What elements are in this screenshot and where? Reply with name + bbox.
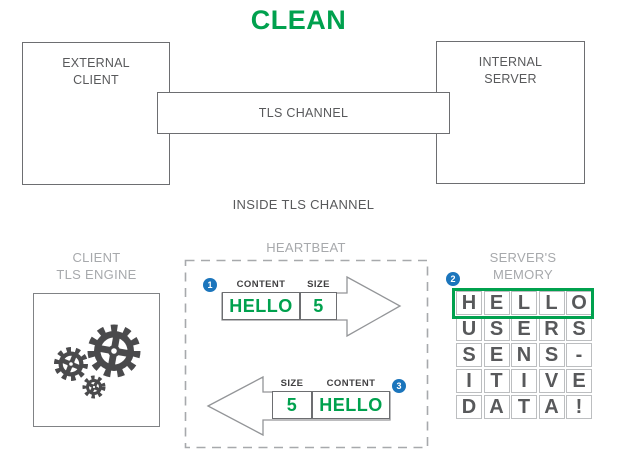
inside-tls-channel-label: INSIDE TLS CHANNEL: [232, 197, 375, 212]
memory-cell: A: [538, 395, 565, 419]
internal-server-box: INTERNAL SERVER: [436, 41, 585, 184]
external-client-label-line1: EXTERNAL: [62, 56, 130, 70]
client-tls-engine-label: CLIENT TLS ENGINE: [23, 249, 170, 283]
memory-cell: E: [483, 291, 510, 315]
memory-cell: L: [538, 291, 565, 315]
internal-server-label-line1: INTERNAL: [478, 55, 543, 69]
memory-cell: S: [566, 317, 592, 341]
memory-cell: U: [456, 317, 482, 341]
heartbeat-label: HEARTBEAT: [266, 240, 346, 255]
memory-cell: N: [511, 343, 537, 367]
client-tls-engine-box: [33, 293, 160, 427]
client-tls-engine-label-line1: CLIENT: [72, 250, 121, 265]
memory-cell: H: [456, 291, 482, 315]
request-content-cell: HELLO: [222, 292, 300, 320]
memory-cell: R: [538, 317, 565, 341]
response-size-label: SIZE: [280, 378, 304, 389]
gears-icon: [54, 324, 141, 399]
response-size-cell: 5: [272, 391, 312, 419]
memory-cell: T: [483, 369, 510, 393]
response-content-cell: HELLO: [312, 391, 390, 419]
external-client-box: EXTERNAL CLIENT: [22, 42, 170, 185]
memory-cell: E: [483, 343, 510, 367]
tls-channel-box: TLS CHANNEL: [157, 92, 450, 134]
memory-cell: S: [538, 343, 565, 367]
heartbeat-dashed-box: [184, 259, 429, 449]
memory-cell: S: [483, 317, 510, 341]
step-badge-2: 2: [446, 272, 460, 286]
memory-cell: I: [511, 369, 537, 393]
memory-cell: L: [511, 291, 537, 315]
response-content-label: CONTENT: [326, 378, 376, 389]
servers-memory-label-line2: MEMORY: [492, 267, 554, 282]
memory-cell: T: [511, 395, 537, 419]
client-tls-engine-label-line2: TLS ENGINE: [56, 267, 137, 282]
memory-cell: E: [566, 369, 592, 393]
memory-cell: D: [456, 395, 482, 419]
step-badge-1: 1: [203, 278, 217, 292]
tls-channel-label: TLS CHANNEL: [258, 105, 349, 120]
memory-cell: O: [566, 291, 592, 315]
internal-server-label-line2: SERVER: [484, 72, 537, 86]
memory-cell: A: [483, 395, 510, 419]
memory-cell: E: [511, 317, 537, 341]
request-size-label: SIZE: [307, 279, 330, 290]
memory-cell: I: [456, 369, 482, 393]
servers-memory-label: SERVER'S MEMORY: [453, 249, 593, 283]
step-badge-3: 3: [392, 379, 406, 393]
request-size-cell: 5: [300, 292, 337, 320]
memory-cell: V: [538, 369, 565, 393]
memory-cell: S: [456, 343, 482, 367]
servers-memory-label-line1: SERVER'S: [489, 250, 557, 265]
external-client-label-line2: CLIENT: [73, 73, 119, 87]
memory-grid: H E L L O U S E R S S E N S - I T I V E …: [456, 291, 592, 419]
memory-cell: !: [566, 395, 592, 419]
memory-cell: -: [566, 343, 592, 367]
request-content-label: CONTENT: [236, 279, 286, 290]
page-title: CLEAN: [250, 5, 347, 35]
